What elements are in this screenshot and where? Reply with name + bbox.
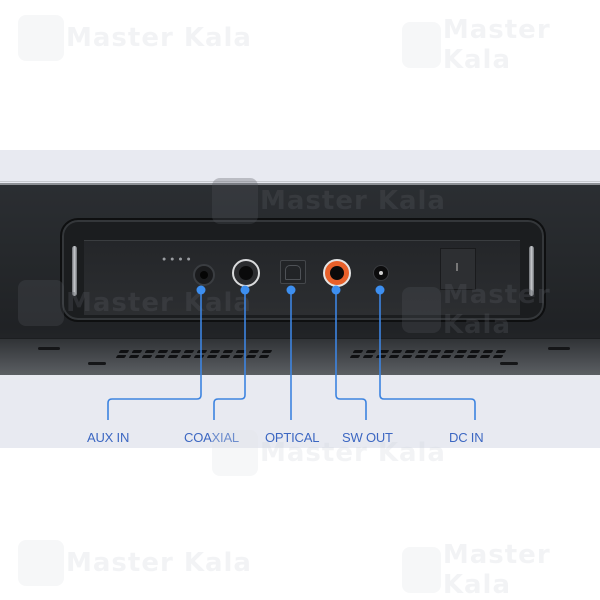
watermark: Master Kala bbox=[402, 540, 600, 600]
dc-in-jack bbox=[373, 265, 389, 281]
watermark-logo-icon bbox=[212, 430, 258, 476]
optical-marker-icon bbox=[286, 285, 296, 295]
watermark: Master Kala bbox=[18, 280, 252, 326]
foot-pad bbox=[38, 347, 60, 350]
recess-highlight-right bbox=[529, 246, 534, 296]
dc-in-callout-line bbox=[379, 290, 476, 420]
watermark-logo-icon bbox=[212, 178, 258, 224]
dc-in-marker-icon bbox=[375, 285, 385, 295]
watermark: Master Kala bbox=[402, 280, 600, 340]
foot-pad bbox=[548, 347, 570, 350]
watermark-logo-icon bbox=[402, 22, 441, 68]
optical-port bbox=[280, 260, 306, 284]
label-optical: OPTICAL bbox=[265, 430, 320, 445]
watermark-logo-icon bbox=[402, 287, 441, 333]
coaxial-callout-line bbox=[213, 290, 246, 420]
sw-out-callout-line bbox=[335, 290, 367, 420]
watermark-logo-icon bbox=[18, 15, 64, 61]
soundbar-top-edge bbox=[0, 181, 600, 182]
aux-in-marker-icon bbox=[196, 285, 206, 295]
foot-pad bbox=[88, 362, 106, 365]
label-coaxial: COAXIAL bbox=[184, 430, 239, 445]
aux-in-jack bbox=[193, 264, 215, 286]
watermark: Master Kala bbox=[212, 178, 446, 224]
aux-in-callout-line bbox=[107, 290, 202, 420]
watermark: Master Kala bbox=[18, 540, 252, 586]
indicator-dots: ● ● ● ● bbox=[162, 256, 192, 263]
watermark: Master Kala bbox=[402, 15, 600, 75]
foot-pad bbox=[500, 362, 518, 365]
sw-out-marker-icon bbox=[331, 285, 341, 295]
label-aux-in: AUX IN bbox=[87, 430, 130, 445]
power-switch bbox=[440, 248, 476, 290]
label-sw-out: SW OUT bbox=[342, 430, 393, 445]
watermark: Master Kala bbox=[212, 430, 446, 476]
watermark-logo-icon bbox=[18, 280, 64, 326]
label-dc-in: DC IN bbox=[449, 430, 484, 445]
coaxial-marker-icon bbox=[240, 285, 250, 295]
watermark-logo-icon bbox=[18, 540, 64, 586]
recess-highlight-left bbox=[72, 246, 77, 296]
watermark: Master Kala bbox=[18, 15, 252, 61]
watermark-logo-icon bbox=[402, 547, 441, 593]
